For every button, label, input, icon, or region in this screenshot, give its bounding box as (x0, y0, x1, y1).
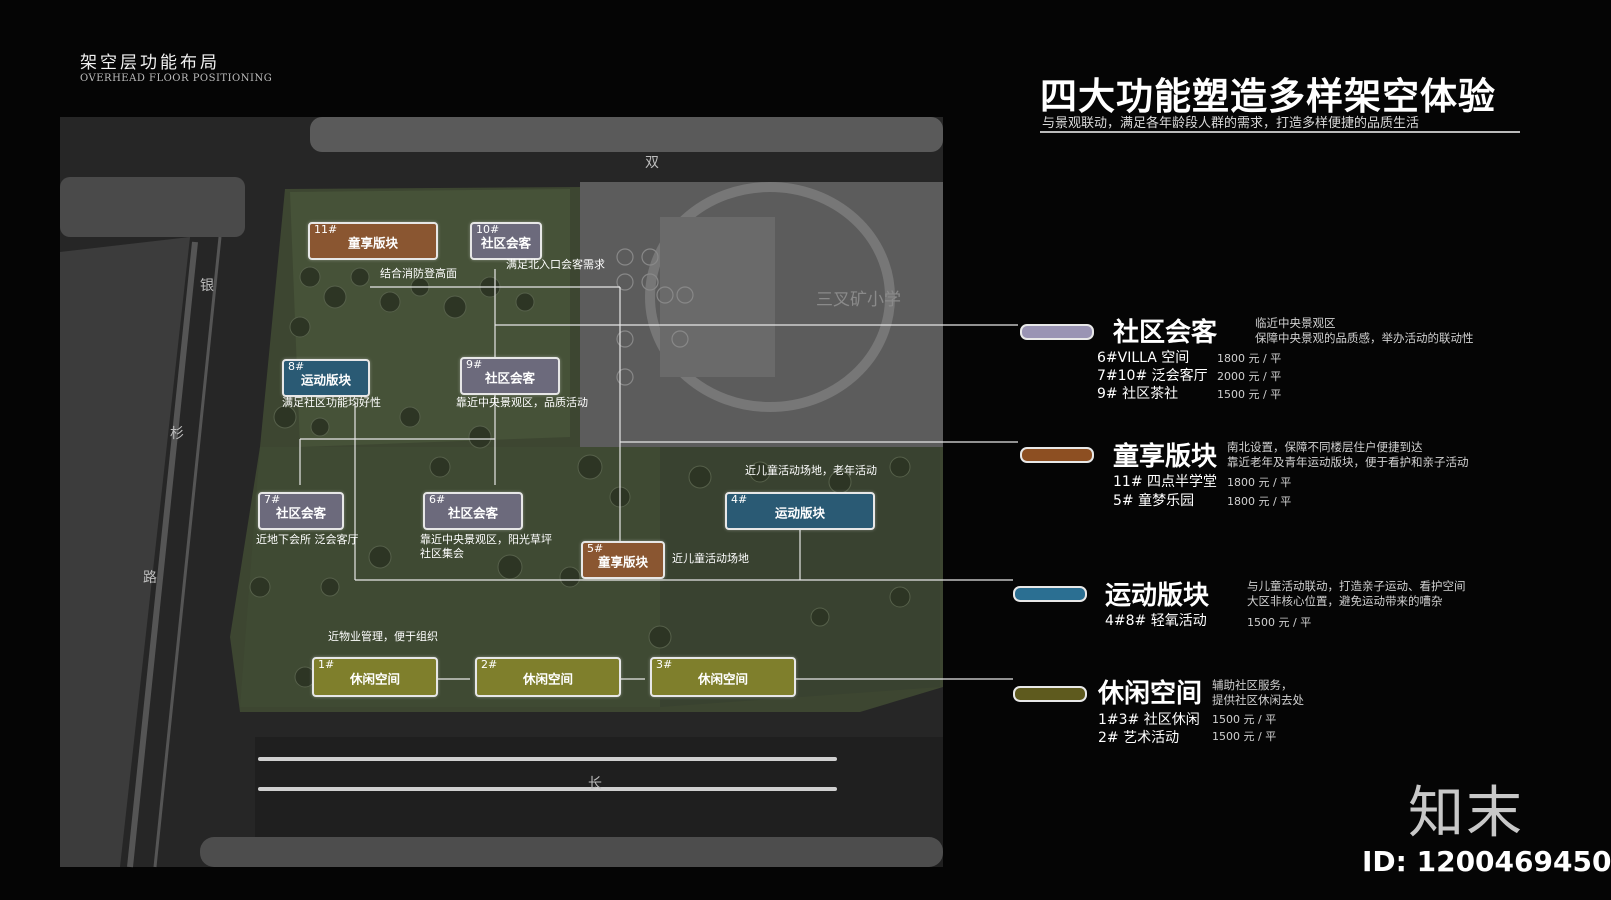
block-10-community-lounge[interactable]: 10# 社区会客 (470, 222, 542, 260)
legend-desc-line: 南北设置，保障不同楼层住户便捷到达 (1227, 440, 1423, 454)
block-number: 3# (656, 658, 673, 671)
legend-swatch (1013, 686, 1087, 702)
block-number: 6# (429, 493, 446, 506)
block-label: 童享版块 (597, 554, 648, 570)
legend-price: 1500 元 / 平 (1247, 616, 1312, 629)
road-label-west-1: 银 (200, 278, 214, 294)
legend-item: 11# 四点半学堂 (1113, 474, 1217, 490)
block-number: 9# (466, 358, 483, 371)
block-label: 休闲空间 (522, 671, 573, 687)
block-number: 1# (318, 658, 335, 671)
block-label: 休闲空间 (697, 671, 748, 687)
block-label: 运动版块 (300, 372, 351, 388)
road-label-west-3: 路 (143, 570, 157, 586)
legend-title: 运动版块 (1105, 581, 1210, 611)
legend-desc: 临近中央景观区 保障中央景观的品质感，举办活动的联动性 (1255, 316, 1474, 346)
block-note: 满足北入口会客需求 (506, 258, 605, 271)
block-number: 5# (587, 542, 604, 555)
block-5-child-zone[interactable]: 5# 童享版块 (581, 541, 665, 579)
legend-price: 1800 元 / 平 (1227, 476, 1292, 489)
block-6-community-lounge[interactable]: 6# 社区会客 (423, 492, 523, 530)
legend-swatch (1020, 447, 1094, 463)
legend-price: 1500 元 / 平 (1212, 713, 1277, 726)
block-note: 近地下会所 泛会客厅 (256, 533, 359, 546)
block-9-community-lounge[interactable]: 9# 社区会客 (460, 357, 560, 395)
block-label: 社区会客 (275, 505, 326, 521)
block-label: 社区会客 (484, 370, 535, 386)
legend-item: 2# 艺术活动 (1098, 730, 1180, 746)
legend-swatch (1013, 586, 1087, 602)
headline-subtitle: 与景观联动，满足各年龄段人群的需求，打造多样便捷的品质生活 (1042, 116, 1420, 131)
legend-title: 休闲空间 (1098, 679, 1203, 709)
block-number: 4# (731, 493, 748, 506)
block-2-leisure-space[interactable]: 2# 休闲空间 (475, 657, 621, 697)
school-label: 三叉矿小学 (816, 290, 901, 310)
block-11-child-zone[interactable]: 11# 童享版块 (308, 222, 438, 260)
legend-desc: 辅助社区服务， 提供社区休闲去处 (1212, 678, 1304, 708)
road-label-south: 长 (588, 776, 602, 792)
legend-desc-line: 靠近老年及青年运动版块，便于看护和亲子活动 (1227, 455, 1469, 469)
block-4-sports-zone[interactable]: 4# 运动版块 (725, 492, 875, 530)
legend-desc-line: 保障中央景观的品质感，举办活动的联动性 (1255, 331, 1474, 345)
legend-desc-line: 临近中央景观区 (1255, 316, 1336, 330)
block-label: 社区会客 (447, 505, 498, 521)
site-plan: 双 银 杉 路 长 三叉矿小学 11# 童享版块 结合消防登高面 10# 社区会… (60, 117, 943, 868)
legend-price: 2000 元 / 平 (1217, 370, 1282, 383)
legend-connectors (943, 324, 1018, 680)
block-note: 靠近中央景观区，品质活动 (456, 396, 588, 409)
legend-price: 1800 元 / 平 (1217, 352, 1282, 365)
block-number: 8# (288, 360, 305, 373)
block-label: 运动版块 (774, 505, 825, 521)
headline-title: 四大功能塑造多样架空体验 (1040, 75, 1496, 118)
block-7-community-lounge[interactable]: 7# 社区会客 (258, 492, 344, 530)
block-note: 靠近中央景观区，阳光草坪社区集会 (420, 533, 552, 560)
section-subtitle: OVERHEAD FLOOR POSITIONING (80, 73, 273, 84)
legend-price: 1800 元 / 平 (1227, 495, 1292, 508)
block-note: 结合消防登高面 (380, 267, 457, 280)
block-1-leisure-space[interactable]: 1# 休闲空间 (312, 657, 438, 697)
block-note: 满足社区功能均好性 (282, 396, 381, 409)
road-label-west-2: 杉 (170, 426, 184, 442)
block-number: 7# (264, 493, 281, 506)
block-number: 2# (481, 658, 498, 671)
legend-item: 4#8# 轻氧活动 (1105, 613, 1207, 629)
block-label: 休闲空间 (349, 671, 400, 687)
section-title: 架空层功能布局 (80, 53, 220, 73)
road-label-north: 双 (645, 155, 659, 171)
legend-item: 6#VILLA 空间 (1097, 350, 1190, 366)
legend-price: 1500 元 / 平 (1212, 730, 1277, 743)
legend-item: 1#3# 社区休闲 (1098, 712, 1200, 728)
legend-desc-line: 与儿童活动联动，打造亲子运动、看护空间 (1247, 579, 1466, 593)
legend-title: 社区会客 (1113, 318, 1218, 348)
legend-swatch (1020, 324, 1094, 340)
block-label: 社区会客 (480, 235, 531, 251)
legend-item: 9# 社区茶社 (1097, 386, 1179, 402)
headline-rule (1040, 131, 1520, 133)
legend-title: 童享版块 (1113, 442, 1218, 472)
legend-price: 1500 元 / 平 (1217, 388, 1282, 401)
legend-desc: 南北设置，保障不同楼层住户便捷到达 靠近老年及青年运动版块，便于看护和亲子活动 (1227, 440, 1469, 470)
watermark-logo: 知末 (1408, 781, 1524, 846)
block-note: 近儿童活动场地，老年活动 (745, 464, 877, 477)
block-3-leisure-space[interactable]: 3# 休闲空间 (650, 657, 796, 697)
legend-desc: 与儿童活动联动，打造亲子运动、看护空间 大区非核心位置，避免运动带来的嘈杂 (1247, 579, 1466, 609)
block-number: 10# (476, 223, 500, 236)
legend-item: 5# 童梦乐园 (1113, 493, 1195, 509)
legend-desc-line: 辅助社区服务， (1212, 678, 1293, 692)
legend-desc-line: 提供社区休闲去处 (1212, 693, 1304, 707)
block-8-sports-zone[interactable]: 8# 运动版块 (282, 359, 370, 397)
block-note: 近儿童活动场地 (672, 552, 749, 565)
legend-desc-line: 大区非核心位置，避免运动带来的嘈杂 (1247, 594, 1443, 608)
block-number: 11# (314, 223, 338, 236)
legend-item: 7#10# 泛会客厅 (1097, 368, 1208, 384)
watermark-id: ID: 1200469450 (1362, 845, 1611, 878)
block-note: 近物业管理，便于组织 (328, 630, 438, 643)
block-label: 童享版块 (347, 235, 398, 251)
